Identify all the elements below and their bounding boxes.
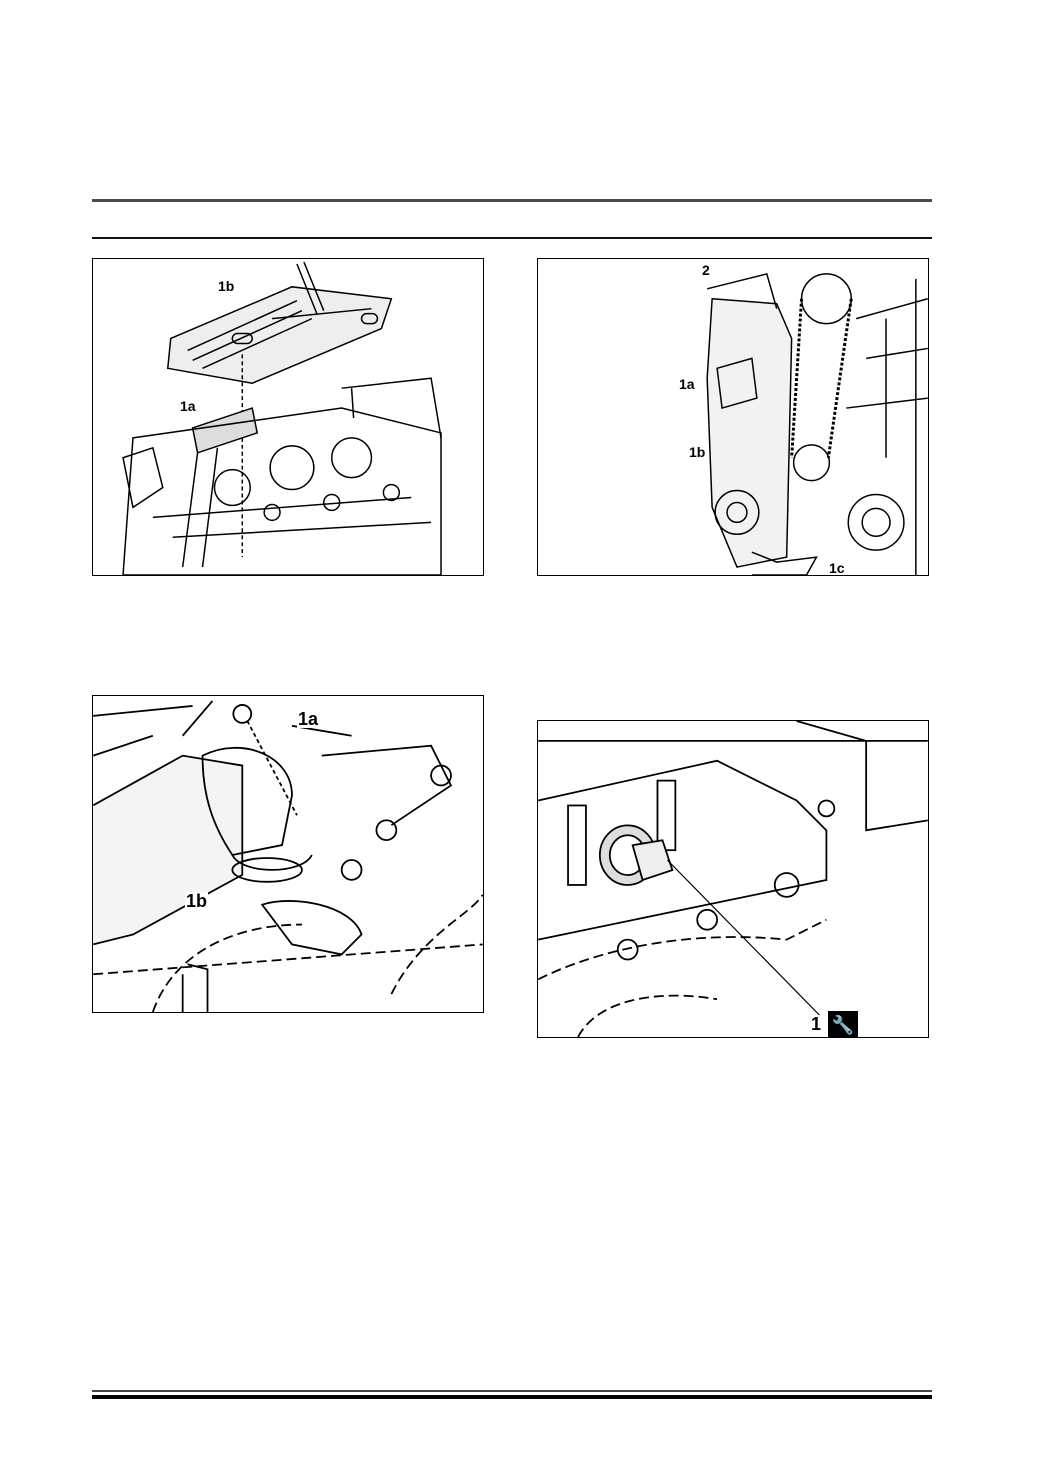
oil-sump-illustration	[122, 261, 442, 575]
wrench-icon: 🔧	[828, 1011, 858, 1037]
crank-seal-tool-illustration	[538, 721, 928, 1037]
footer-rule-thick	[92, 1395, 932, 1399]
timing-cover-illustration	[706, 273, 928, 575]
figure-crank-seal-tool: 1 🔧	[537, 720, 929, 1038]
figure-timing-cover: 2 1a 1b 1c	[537, 258, 929, 576]
callout-1a: 1a	[179, 398, 197, 414]
header-rule-bottom	[92, 237, 932, 239]
callout-1a: 1a	[297, 709, 320, 729]
figure-thermostat-housing: 1a 1b	[92, 695, 484, 1013]
callout-1a: 1a	[678, 376, 696, 392]
callout-1c: 1c	[828, 560, 846, 576]
callout-1b: 1b	[217, 278, 236, 294]
callout-1: 1	[810, 1014, 823, 1034]
figure-oil-sump: 1b 1a	[92, 258, 484, 576]
thermostat-housing-illustration	[93, 700, 483, 1012]
callout-2: 2	[701, 262, 711, 278]
callout-1b: 1b	[688, 444, 707, 460]
footer-rule-thin	[92, 1390, 932, 1392]
header-rule-top	[92, 199, 932, 202]
callout-1b: 1b	[185, 891, 209, 911]
